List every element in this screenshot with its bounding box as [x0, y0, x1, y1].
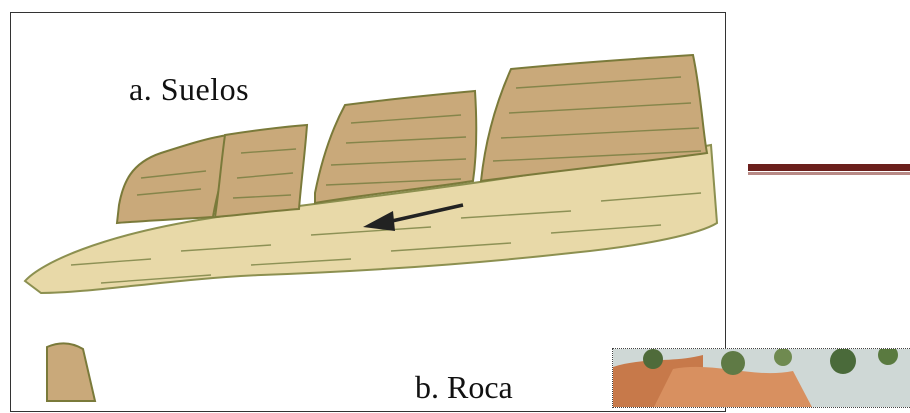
soil-block-1 [117, 135, 229, 223]
soil-block-2 [215, 125, 307, 217]
label-soils: a. Suelos [129, 71, 249, 108]
decorative-rule-shadow [748, 172, 910, 175]
label-rock: b. Roca [415, 369, 513, 406]
decorative-rule [748, 164, 910, 171]
rock-block-partial [47, 343, 95, 401]
landslide-photo [612, 348, 910, 408]
